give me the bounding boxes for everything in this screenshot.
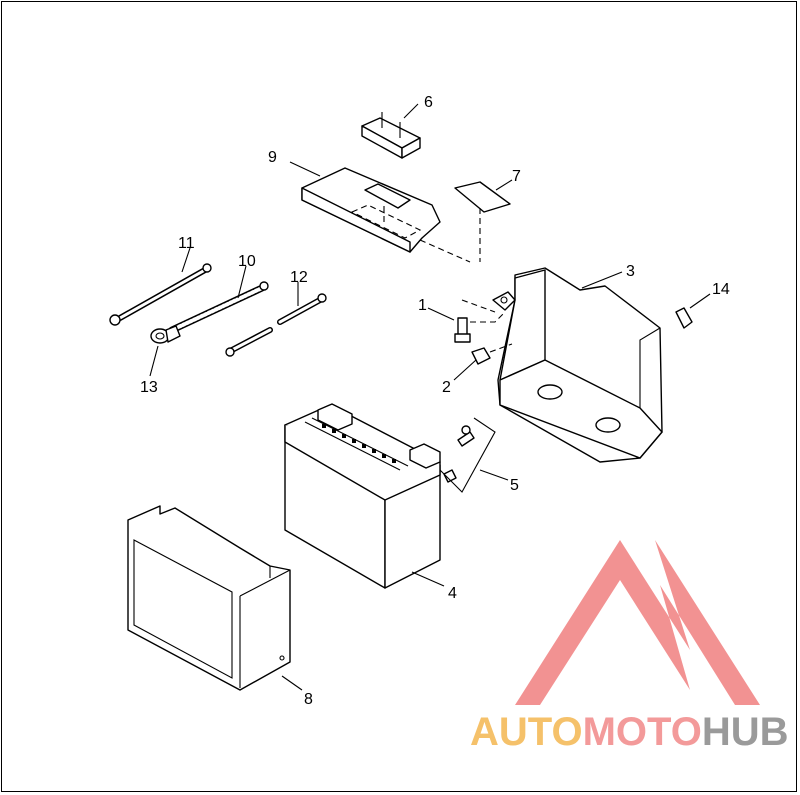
part-9-top-cover: [301, 167, 441, 253]
watermark-brand-text: AUTOMOTOHUB: [470, 712, 789, 752]
watermark-text-moto: MOTO: [582, 710, 702, 754]
part-10-cable: [168, 281, 269, 334]
callout-7: 7: [512, 168, 521, 185]
part-8-battery-shield: [127, 505, 291, 691]
part-3-battery-tray: [492, 267, 663, 463]
battery-label-marks: [322, 424, 396, 463]
callout-3: 3: [626, 263, 635, 280]
callout-11: 11: [178, 235, 195, 252]
watermark-text-auto: AUTO: [470, 710, 583, 754]
part-6-hold-down-clamp: [361, 112, 421, 159]
watermark-logo: [515, 540, 760, 705]
part-12-cable: [225, 293, 327, 357]
part-5-bolt-and-nut: [439, 417, 496, 493]
callout-9: 9: [268, 149, 277, 166]
callout-4: 4: [448, 585, 457, 602]
part-4-battery: [284, 403, 441, 589]
callout-5: 5: [510, 477, 519, 494]
callout-10: 10: [238, 253, 256, 270]
part-7-strip: [419, 181, 511, 263]
callout-13: 13: [140, 379, 158, 396]
callout-labels: 6 9 7 3 14 1 2 11 10 12 13 4 5 8: [140, 94, 730, 708]
callout-14: 14: [712, 281, 730, 298]
leader-lines: [149, 103, 711, 691]
part-14-clip: [675, 307, 693, 329]
callout-2: 2: [442, 379, 451, 396]
part-11-cable: [109, 263, 212, 326]
callout-8: 8: [304, 691, 313, 708]
callout-1: 1: [418, 297, 427, 314]
callout-6: 6: [424, 94, 433, 111]
part-13-terminal: [150, 325, 181, 344]
callout-12: 12: [290, 269, 308, 286]
part-1-bolt: [454, 299, 506, 343]
watermark-text-hub: HUB: [701, 710, 789, 754]
